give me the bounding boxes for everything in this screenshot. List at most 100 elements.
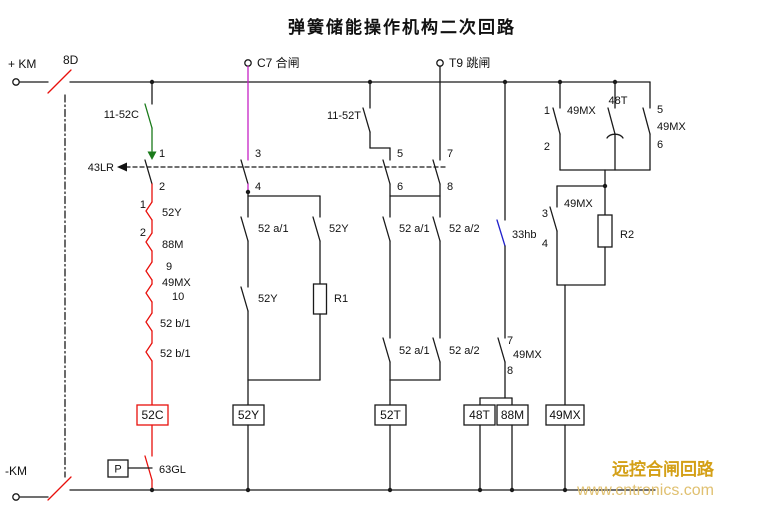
linkage-contact-blade-3-4 [240, 159, 249, 185]
contact-49MX-1-2-blade [552, 107, 561, 135]
contact-52a2-upper-blade [432, 216, 441, 242]
branch-motor-relay: 1 49MX 2 48T 5 49MX 6 49MX 3 4 R2 49MX [542, 79, 686, 493]
coil-52Y-label: 52Y [238, 408, 259, 422]
contact-52a1-blade [240, 216, 249, 242]
mx34-pin-3: 3 [542, 208, 548, 220]
contact-52a1-upper-label: 52 a/1 [399, 223, 430, 235]
watermark-url: www.cntronics.com [576, 482, 714, 499]
contact-52Y-label: 52Y [162, 207, 182, 219]
contact-52Y-seal-label: 52Y [258, 293, 278, 305]
limit-contact-33hb [496, 219, 506, 247]
pressure-sensor-label: P [114, 464, 121, 476]
dc-supply-rails: + KM 8D -KM [5, 53, 656, 501]
junction-dot [149, 487, 155, 493]
junction-dot [562, 487, 568, 493]
contact-chevron [145, 283, 153, 303]
linkage-pin-6: 6 [397, 181, 403, 193]
junction-dot [477, 487, 483, 493]
main-pin-9: 9 [166, 261, 172, 273]
mx78-pin-7: 7 [507, 335, 513, 347]
coil-52C-label: 52C [141, 408, 163, 422]
contact-chevron [145, 342, 153, 362]
negative-terminal [12, 493, 20, 501]
aux-trip-label: 11-52T [327, 110, 361, 122]
closing-terminal [244, 59, 252, 67]
junction-dot [245, 487, 251, 493]
linkage-contact-blade-7-8 [432, 159, 441, 185]
linkage-43lr: 43LR 1 2 3 4 5 6 7 8 [88, 148, 453, 193]
coil-48T-label: 48T [469, 408, 490, 422]
coil-52T-label: 52T [380, 408, 401, 422]
contact-48T-label: 48T [609, 95, 628, 107]
positive-terminal [12, 78, 20, 86]
contact-52Y-seal-blade [240, 286, 249, 312]
contact-49MX-7-8-blade [497, 337, 506, 363]
contact-48T-blade [607, 107, 616, 135]
contact-chevron [145, 261, 153, 281]
branch-interlock: 33hb 7 49MX 8 48T 88M [463, 79, 542, 493]
linkage-contact-blade-5-6 [382, 159, 391, 185]
linkage-pin-5: 5 [397, 148, 403, 160]
contact-52b1-lower-label: 52 b/1 [160, 348, 191, 360]
linkage-pin-7: 7 [447, 148, 453, 160]
watermark: 远控合闸回路 www.cntronics.com [576, 459, 715, 499]
coil-49MX-label: 49MX [549, 408, 580, 422]
main-pin-10: 10 [172, 291, 184, 303]
spring-arrow-icon [147, 151, 157, 160]
junction-dot [387, 487, 393, 493]
linkage-pin-1: 1 [159, 148, 165, 160]
contact-33hb-label: 33hb [512, 229, 536, 241]
positive-rail-label: + KM [8, 57, 36, 71]
mx56-pin-5: 5 [657, 104, 663, 116]
contact-49MX-5-6-label: 49MX [657, 121, 686, 133]
linkage-label: 43LR [88, 162, 114, 174]
contact-52a1-upper-blade [382, 216, 391, 242]
contact-52a2-lower-label: 52 a/2 [449, 345, 480, 357]
trip-terminal-label: T9 跳闸 [449, 56, 490, 70]
aux-contact-11-52C [144, 103, 153, 129]
contact-52a1-label: 52 a/1 [258, 223, 289, 235]
main-pin-1: 1 [140, 199, 146, 211]
linkage-pin-4: 4 [255, 181, 261, 193]
mx12-pin-1: 1 [544, 105, 550, 117]
branch-closing-coil: C7 合闸 52 a/1 52Y 52Y R1 52Y [232, 55, 349, 493]
resistor-R2-label: R2 [620, 229, 634, 241]
contact-49MX-3-4-blade [549, 206, 558, 232]
coil-88M-label: 88M [501, 408, 524, 422]
closing-terminal-label: C7 合闸 [257, 55, 300, 70]
aux-contact-11-52T [362, 107, 371, 133]
contact-52Y-blade [312, 216, 321, 242]
contact-52b1-upper-label: 52 b/1 [160, 318, 191, 330]
contact-49MX-3-4-label: 49MX [564, 198, 593, 210]
contact-chevron [145, 312, 153, 332]
contact-chevron [145, 232, 153, 252]
aux-close-label: 11-52C [104, 109, 139, 121]
resistor-R2 [597, 214, 613, 248]
main-pin-2: 2 [140, 227, 146, 239]
linkage-pin-3: 3 [255, 148, 261, 160]
mx78-pin-8: 8 [507, 365, 513, 377]
branch-trip-coil: T9 跳闸 11-52T 52 a/1 52 a/2 52 a/1 52 a/2… [327, 56, 490, 493]
contact-49MX-7-8-label: 49MX [513, 349, 542, 361]
junction-dot [509, 487, 515, 493]
linkage-contact-blade-1-2 [144, 159, 153, 185]
knife-switch-bottom-blade [47, 476, 72, 501]
contact-52a2-upper-label: 52 a/2 [449, 223, 480, 235]
mx56-pin-6: 6 [657, 139, 663, 151]
watermark-title: 远控合闸回路 [612, 459, 715, 479]
resistor-R1 [312, 283, 328, 315]
disconnect-label: 8D [63, 53, 79, 67]
contact-52a1-lower-blade [382, 337, 391, 363]
linkage-pin-2: 2 [159, 181, 165, 193]
contact-49MX-5-6-blade [642, 107, 651, 135]
contact-49MX-1-2-label: 49MX [567, 105, 596, 117]
contact-52a1-lower-label: 52 a/1 [399, 345, 430, 357]
contact-52Y-no-label: 52Y [329, 223, 349, 235]
contact-chevron [145, 201, 153, 221]
diagram-title: 弹簧储能操作机构二次回路 [288, 17, 516, 37]
knife-switch-top-blade [47, 69, 72, 94]
linkage-pin-8: 8 [447, 181, 453, 193]
branch-spring-charge: 11-52C 1 2 52Y 88M 9 49MX 10 52 b/1 52 b… [104, 79, 191, 493]
